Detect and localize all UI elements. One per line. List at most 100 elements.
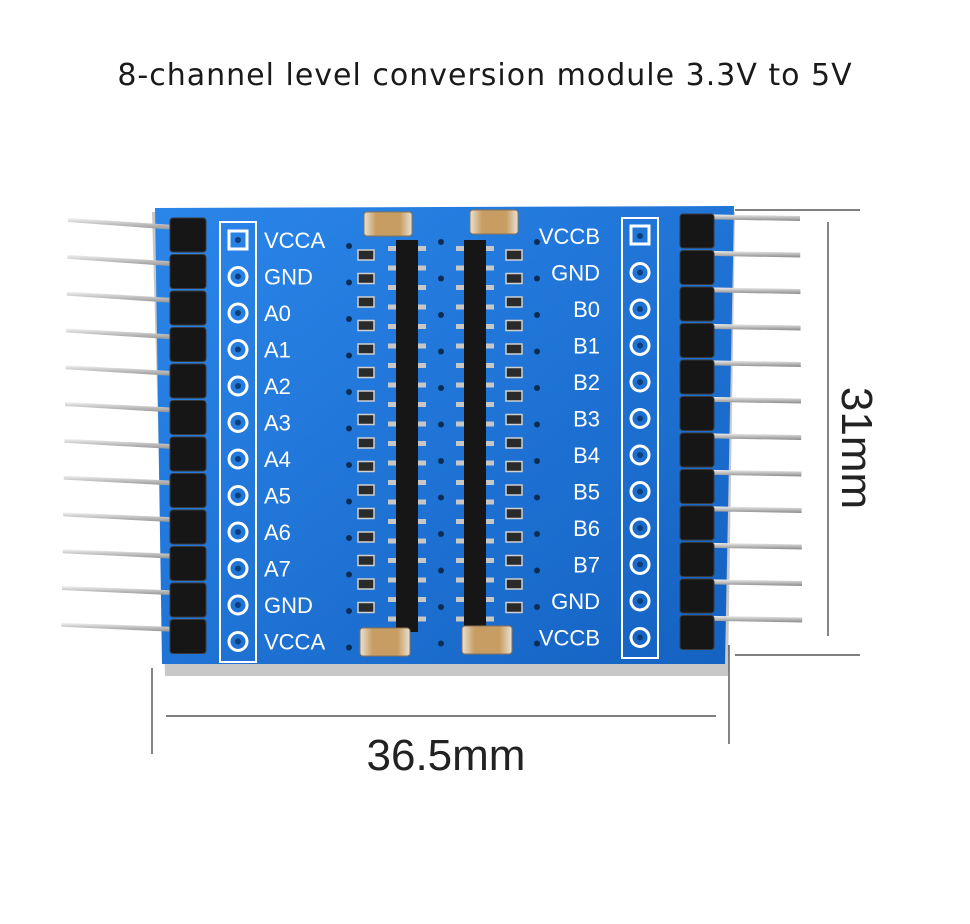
ic-pin (388, 616, 396, 622)
header-pin-left (65, 402, 190, 414)
pad-left (227, 266, 249, 287)
header-pin-right (690, 433, 802, 440)
left-pin-label: A1 (264, 338, 291, 363)
via (534, 640, 540, 647)
header-pin-left (68, 218, 190, 231)
ic-pin (388, 285, 396, 290)
header-pin-right (690, 250, 801, 258)
via (438, 531, 444, 537)
resistor-right (505, 484, 523, 496)
via (534, 275, 540, 282)
pad-left (227, 594, 249, 616)
pad-left-hole (235, 237, 241, 243)
right-pin-label: B6 (573, 516, 600, 541)
via (438, 312, 444, 318)
ic-pin (486, 265, 494, 271)
header-pin-left (61, 622, 191, 633)
header-pin-right (690, 214, 800, 221)
ic-pin (486, 597, 494, 602)
pad-right-hole (637, 415, 643, 422)
ic-pin (486, 363, 494, 368)
header-pin-right (690, 469, 802, 477)
pad-right-hole (637, 525, 643, 531)
ic-pin (456, 265, 464, 271)
resistor-right (505, 507, 523, 520)
dimension-width-label: 36.5mm (367, 731, 526, 780)
ic-pin (418, 519, 426, 524)
resistor-right (505, 460, 523, 473)
resistor-left (357, 272, 375, 285)
via (346, 498, 352, 505)
pad-left (227, 485, 249, 506)
pad-left (227, 448, 249, 470)
pad-left-hole (235, 529, 241, 535)
header-block-right (679, 578, 715, 614)
via (534, 421, 540, 428)
via (346, 535, 352, 541)
ic-pin (388, 324, 396, 329)
pad-left-hole (235, 346, 241, 353)
pad-left (227, 521, 249, 543)
pad-left (227, 631, 249, 652)
ic-pin (418, 285, 426, 290)
ic-pin (418, 421, 426, 427)
pad-right (629, 298, 651, 320)
header-pin-right (690, 323, 801, 331)
via (534, 348, 540, 355)
ic-pin (456, 558, 464, 563)
left-pin-label: VCCA (264, 228, 325, 253)
resistor-right (505, 578, 523, 590)
ic-pin (486, 538, 494, 544)
ic-pin (418, 246, 426, 251)
pad-right (629, 444, 651, 466)
via (534, 494, 540, 501)
pad-right (629, 481, 651, 502)
ic-pin (456, 616, 464, 622)
resistor-left (357, 437, 375, 449)
ic-pin (486, 519, 494, 524)
pad-left-hole (235, 492, 241, 499)
header-block-left (169, 582, 207, 618)
via (346, 279, 352, 286)
header-pin-right (690, 542, 802, 550)
via (534, 312, 540, 318)
left-pin-outline (219, 221, 257, 663)
ic-pin (456, 343, 464, 349)
header-block-right (679, 505, 715, 541)
via (438, 567, 444, 574)
ic-pin (388, 519, 396, 524)
pad-right (629, 335, 651, 356)
page-title: 8-channel level conversion module 3.3V t… (117, 58, 853, 93)
pad-right (629, 554, 651, 575)
ic-pin (456, 441, 464, 446)
right-pin-label: VCCB (539, 224, 600, 249)
ic-pin (456, 480, 464, 485)
via (346, 425, 352, 432)
via (534, 458, 540, 464)
ic-pin (486, 441, 494, 446)
ic-pin (388, 382, 396, 388)
header-block-right (679, 615, 715, 650)
pad-right-hole (637, 342, 643, 349)
pad-left-square (227, 229, 249, 251)
header-block-left (169, 509, 207, 545)
pad-left-hole (235, 310, 241, 316)
header-block-right (679, 213, 715, 249)
pad-left (227, 375, 249, 397)
right-pin-label: B4 (573, 443, 600, 468)
capacitor-top-left (363, 211, 413, 237)
pad-right-hole (637, 306, 643, 312)
pad-left-hole (235, 565, 241, 572)
ic-pin (486, 616, 494, 622)
ic-pin (388, 441, 396, 446)
header-block-left (169, 217, 207, 253)
header-block-right (679, 323, 715, 358)
ic-pin (418, 382, 426, 388)
via (346, 316, 352, 322)
ic-pin (418, 441, 426, 446)
resistor-left (357, 319, 375, 332)
ic-pin (388, 538, 396, 544)
via (438, 348, 444, 355)
resistor-left (357, 578, 375, 590)
left-pin-label: A5 (264, 484, 291, 509)
